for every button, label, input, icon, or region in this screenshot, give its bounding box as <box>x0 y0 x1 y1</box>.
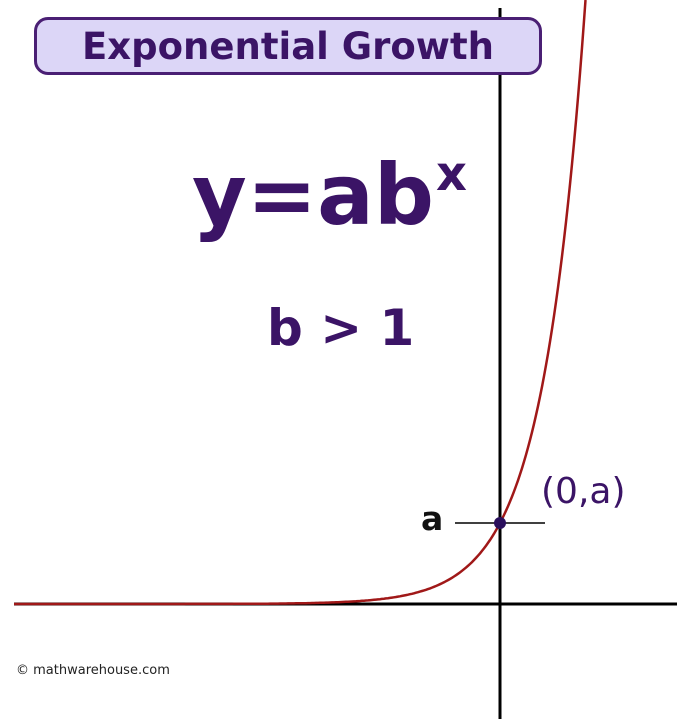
equation-exponent: x <box>435 146 467 202</box>
page-title: Exponential Growth <box>82 24 494 68</box>
title-banner: Exponential Growth <box>34 17 542 75</box>
point-label: (0,a) <box>541 471 626 512</box>
copyright-notice: © mathwarehouse.com <box>16 663 170 678</box>
equation-base: y=ab <box>192 146 434 244</box>
exponential-curve <box>14 0 587 606</box>
growth-condition: b > 1 <box>267 299 415 357</box>
intercept-label: a <box>421 499 444 538</box>
equation: y=abx <box>192 150 467 237</box>
y-intercept-point <box>494 517 506 529</box>
